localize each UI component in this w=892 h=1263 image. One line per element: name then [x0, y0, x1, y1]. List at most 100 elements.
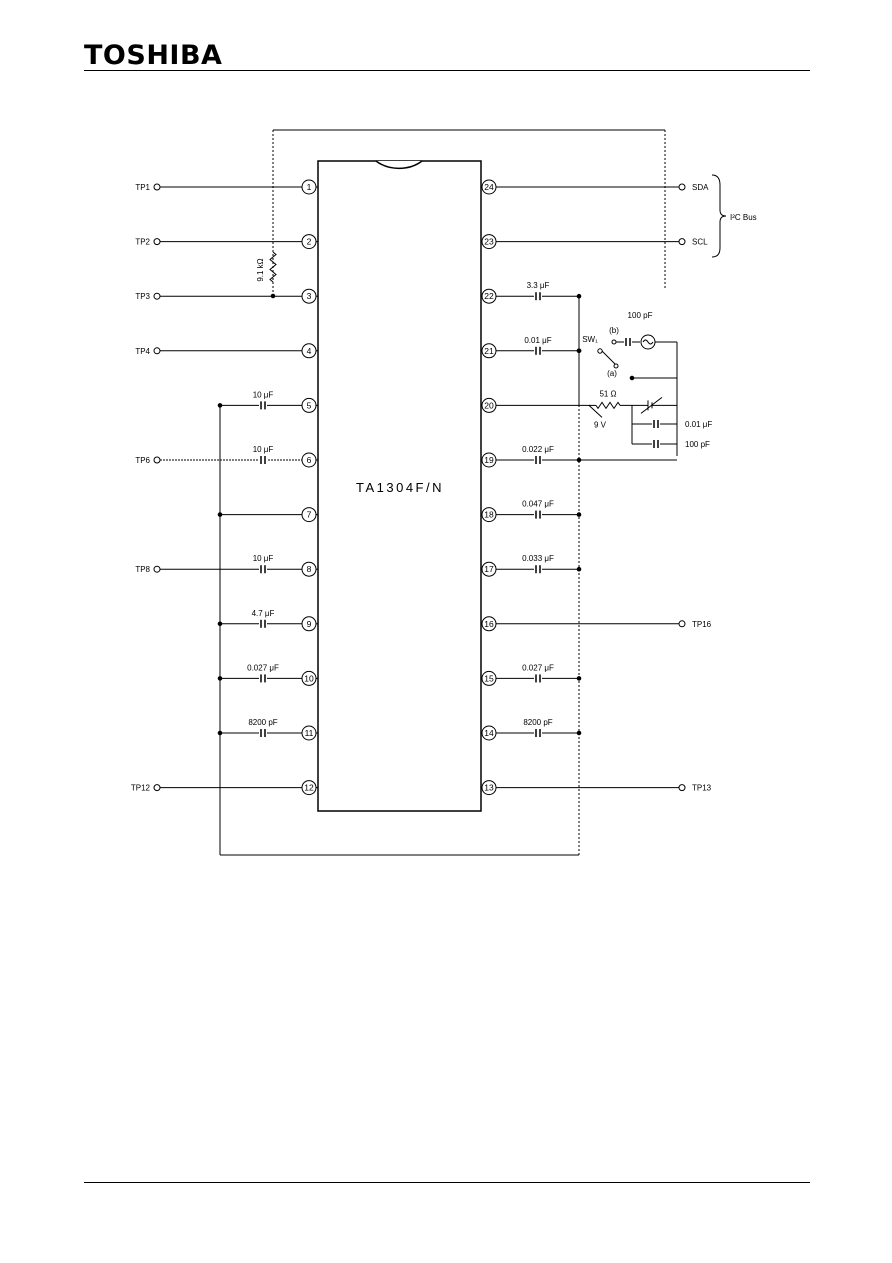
- terminal-TP16: [678, 620, 686, 628]
- pin-14-number: 14: [484, 728, 494, 738]
- pin-11-circle: [301, 725, 317, 741]
- header-rule: [84, 70, 810, 71]
- footer-rule: [84, 1182, 810, 1183]
- supply-arrow-stub: [588, 405, 603, 418]
- toshiba-logo: TOSHIBA: [84, 40, 223, 71]
- pin-16-circle: [481, 616, 497, 632]
- cap-pin-17-label: 0.033 μF: [522, 554, 554, 563]
- pin-11-number: 11: [305, 728, 314, 738]
- pin-17-circle: [481, 561, 497, 577]
- pin-3-number: 3: [307, 291, 312, 301]
- i2c-bus-label: I²C Bus: [730, 213, 757, 222]
- rail-junction-10: [217, 676, 223, 681]
- pin-5-circle: [301, 397, 317, 413]
- pin-12-number: 12: [304, 783, 314, 793]
- cap-pin-11: [259, 728, 267, 738]
- cap-pin-17: [534, 564, 542, 575]
- switch-contact-b: [611, 339, 617, 345]
- terminal-TP8-label: TP8: [135, 565, 150, 574]
- pin-14-circle: [481, 725, 497, 741]
- rail-junction-11: [217, 730, 223, 736]
- pin-24-circle: [481, 179, 497, 195]
- cap-pin-19: [534, 455, 542, 465]
- terminal-TP6: [153, 456, 161, 464]
- terminal-TP3-label: TP3: [135, 292, 150, 301]
- resistor-51-label: 51 Ω: [599, 389, 616, 398]
- cap-100pf-bottom-label: 100 pF: [685, 440, 710, 449]
- pin-7-number: 7: [307, 510, 312, 520]
- terminal-TP2-label: TP2: [135, 238, 150, 247]
- cap-pin-8-label: 10 μF: [253, 554, 274, 563]
- cap-pin-9-label: 4.7 μF: [252, 609, 275, 618]
- pin-13-number: 13: [484, 783, 494, 793]
- cap-pin-6: [259, 455, 267, 465]
- pin-22-circle: [481, 288, 497, 304]
- cap-pin-21-label: 0.01 μF: [524, 336, 551, 345]
- pin-18-number: 18: [484, 510, 494, 520]
- pin-3-circle: [301, 288, 317, 304]
- pin-20-number: 20: [484, 400, 494, 410]
- pin-9-number: 9: [307, 619, 312, 629]
- cap-pin-5: [259, 400, 267, 411]
- pin-1-circle: [301, 179, 317, 195]
- pin-24-number: 24: [484, 182, 494, 192]
- sine-wave-icon: [642, 339, 654, 345]
- rail-junction-14: [576, 730, 582, 736]
- pin-10-number: 10: [304, 673, 314, 683]
- cap-pin-19-label: 0.022 μF: [522, 445, 554, 454]
- cap-100pf-bottom: [652, 439, 660, 449]
- cap-100pf-top-label: 100 pF: [628, 311, 653, 320]
- pin-23-circle: [481, 234, 497, 250]
- terminal-SDA-label: SDA: [692, 183, 709, 192]
- terminal-TP2: [153, 238, 161, 246]
- ic-part-number: TA1304F/N: [356, 480, 444, 495]
- pin-12-circle: [301, 780, 317, 796]
- resistor-9k1-label: 9.1 kΩ: [256, 258, 265, 281]
- ic-body: [317, 160, 482, 812]
- supply-label: 9 V: [594, 420, 607, 429]
- pin-23-number: 23: [484, 237, 494, 247]
- rail-junction-5: [217, 403, 223, 408]
- pin-8-number: 8: [307, 564, 312, 574]
- cap-pin-18: [534, 509, 542, 520]
- cap-pin-14: [534, 728, 542, 738]
- pin-6-circle: [301, 452, 317, 468]
- pin-7-circle: [301, 507, 317, 523]
- pin-6-number: 6: [307, 455, 312, 465]
- terminal-TP13: [678, 784, 686, 792]
- terminal-TP12: [153, 784, 161, 792]
- supply-adjust-arrow: [640, 397, 663, 414]
- terminal-TP4-label: TP4: [135, 347, 150, 356]
- terminal-TP6-label: TP6: [135, 456, 150, 465]
- cap-100pf-top: [624, 337, 632, 347]
- pin-4-number: 4: [307, 346, 312, 356]
- cap-pin-10-label: 0.027 μF: [247, 663, 279, 672]
- rail-junction-9: [217, 621, 223, 627]
- switch-label: SW₁: [582, 335, 598, 344]
- cap-pin-5-label: 10 μF: [253, 390, 274, 399]
- pin-9-circle: [301, 616, 317, 632]
- terminal-TP8: [153, 565, 161, 573]
- terminal-TP12-label: TP12: [131, 784, 151, 793]
- terminal-TP1: [153, 183, 161, 191]
- switch-contact-a: [613, 363, 619, 369]
- pin-2-number: 2: [307, 237, 312, 247]
- cap-001-label: 0.01 μF: [685, 420, 712, 429]
- cap-pin-15-label: 0.027 μF: [522, 663, 554, 672]
- i2c-brace: [711, 174, 727, 258]
- terminal-TP3: [153, 292, 161, 300]
- cap-pin-9: [259, 618, 267, 629]
- pin-16-number: 16: [484, 619, 494, 629]
- cap-pin-18-label: 0.047 μF: [522, 500, 554, 509]
- terminal-TP1-label: TP1: [135, 183, 150, 192]
- pin21-junction: [576, 348, 582, 354]
- cap-001: [652, 419, 660, 429]
- pin-1-number: 1: [307, 182, 312, 192]
- pin-10-circle: [301, 670, 317, 686]
- terminal-TP13-label: TP13: [692, 784, 712, 793]
- pin-4-circle: [301, 343, 317, 359]
- pin-5-number: 5: [307, 400, 312, 410]
- switch-a-label: (a): [607, 369, 617, 378]
- cap-pin-15: [534, 673, 542, 684]
- rail-junction-15: [576, 676, 582, 681]
